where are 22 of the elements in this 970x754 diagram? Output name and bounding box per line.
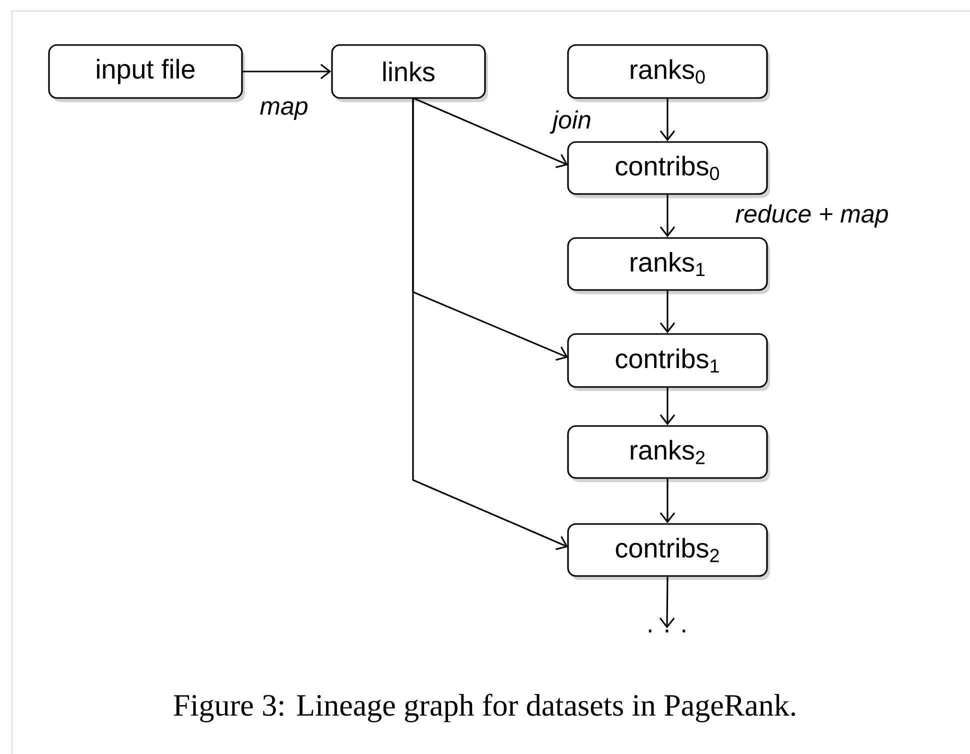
arrow [660,98,676,142]
dataset-box: contribs$_{2}$ [567,523,770,580]
edge-label: reduce + map [734,203,890,229]
arrow [660,290,676,334]
arrow [659,576,675,628]
edge-label: map [258,100,310,121]
dataset-box: input file [48,44,245,102]
arrow [412,98,568,550]
dataset-box: contribs$_{1}$ [567,333,770,391]
ellipsis-text: . . . [648,630,686,632]
caption: Figure 3: Lineage graph for datasets in PageRank. [174,694,796,722]
edge-label: join [550,109,592,135]
dataset-box: links [331,44,488,102]
arrow [660,478,676,524]
dataset-box: ranks$_{1}$ [567,237,770,294]
arrow [412,97,568,168]
dataset-box: ranks$_{0}$ [567,44,770,102]
arrow [660,388,676,426]
arrow [242,64,332,80]
dataset-box: contribs$_{0}$ [567,141,770,198]
dataset-box: ranks$_{2}$ [567,425,770,482]
arrow [660,194,676,238]
